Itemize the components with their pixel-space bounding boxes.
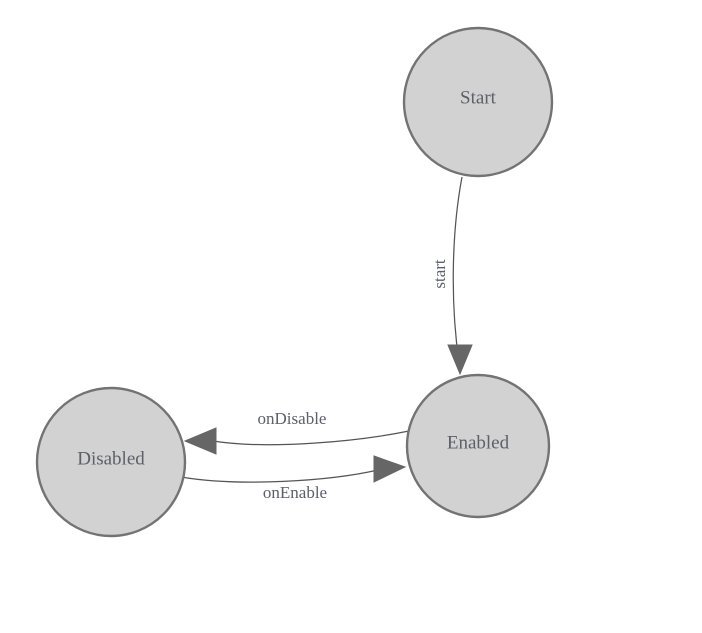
edge-enabled-to-disabled[interactable]: onDisable — [183, 409, 410, 455]
node-enabled-label: Enabled — [447, 432, 510, 453]
node-start-shape — [402, 26, 554, 178]
edge-start-to-enabled-path — [452, 176, 463, 363]
node-disabled[interactable]: Disabled — [35, 386, 187, 538]
node-start-label: Start — [460, 87, 497, 108]
node-enabled[interactable]: Enabled — [405, 373, 551, 519]
edge-enabled-to-disabled-arrowhead — [183, 427, 217, 455]
edge-label-start: start — [430, 259, 449, 289]
edge-label-ondisable: onDisable — [258, 409, 327, 428]
edge-start-to-enabled[interactable]: start — [430, 176, 473, 376]
edge-disabled-to-enabled-arrowhead — [373, 455, 407, 483]
node-disabled-shape — [35, 386, 187, 538]
node-enabled-shape — [405, 373, 551, 519]
node-start[interactable]: Start — [402, 26, 554, 178]
node-disabled-label: Disabled — [77, 448, 145, 469]
edge-start-to-enabled-arrowhead — [447, 344, 473, 376]
edge-disabled-to-enabled[interactable]: onEnable — [180, 455, 407, 502]
edge-label-onenable: onEnable — [263, 483, 327, 502]
edge-enabled-to-disabled-path — [212, 430, 410, 446]
edge-disabled-to-enabled-path — [180, 469, 379, 483]
